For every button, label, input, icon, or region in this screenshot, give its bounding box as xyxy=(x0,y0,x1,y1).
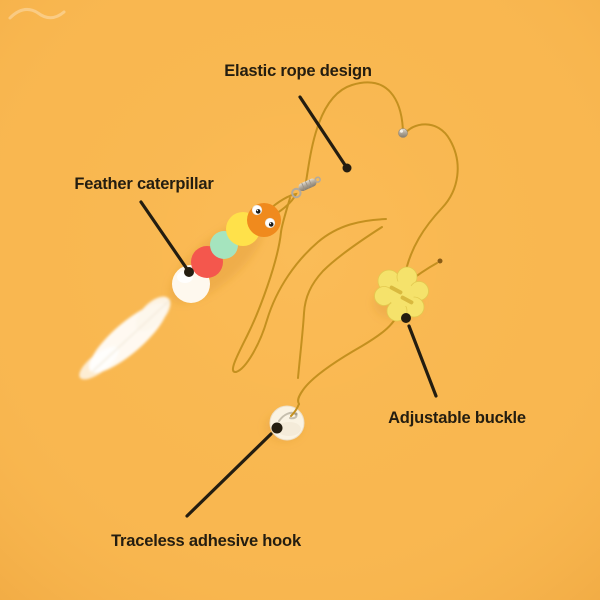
label-adhesive-hook: Traceless adhesive hook xyxy=(111,532,301,550)
rope-right-loop xyxy=(403,123,459,281)
feather xyxy=(79,296,171,380)
metal-clasp xyxy=(291,176,321,199)
metal-bead xyxy=(398,128,408,138)
pointer-line-feather-caterpillar xyxy=(139,200,189,271)
label-adjustable-buckle: Adjustable buckle xyxy=(388,409,526,427)
label-elastic-rope: Elastic rope design xyxy=(224,62,372,80)
rope-left-bottom-loop xyxy=(231,197,387,373)
disc-shading xyxy=(277,422,301,436)
clasp-barrel xyxy=(298,178,317,192)
adjustable-buckle xyxy=(374,266,429,322)
label-feather-caterpillar: Feather caterpillar xyxy=(74,175,214,193)
hook-pin xyxy=(294,412,298,416)
pointer-line-elastic-rope xyxy=(298,95,347,167)
googly-eye-right xyxy=(264,217,276,229)
pointer-dot-adhesive-hook xyxy=(271,422,283,434)
rope-middle-strand xyxy=(297,226,383,379)
annotations xyxy=(139,95,438,518)
feather-base xyxy=(135,296,171,332)
feather-tip xyxy=(79,346,119,380)
highlight-squiggle xyxy=(8,7,66,20)
eye-glint xyxy=(269,222,272,225)
feather-quill xyxy=(91,299,171,373)
rope-on-hook xyxy=(290,403,300,417)
caterpillar-head xyxy=(247,203,281,237)
clasp-ring xyxy=(291,187,302,199)
pointer-dot-adjustable-buckle xyxy=(401,313,411,323)
bead-highlight xyxy=(400,129,403,133)
caterpillar-toy xyxy=(79,203,281,380)
rope-end-tip xyxy=(437,258,443,264)
rope-top-loop xyxy=(305,81,404,183)
pointer-dot-feather-caterpillar xyxy=(184,267,194,277)
buckle-slit xyxy=(400,295,414,305)
clasp-eyelet xyxy=(314,176,321,183)
googly-eye-left xyxy=(251,204,263,216)
pointer-line-adhesive-hook xyxy=(185,432,273,518)
rope-lower-sweep xyxy=(297,307,401,405)
clasp-ridges xyxy=(301,179,313,191)
buckle-slit xyxy=(389,285,403,295)
eye-glint xyxy=(256,209,259,212)
pointer-dot-elastic-rope xyxy=(342,163,352,173)
pointer-line-adjustable-buckle xyxy=(407,324,438,398)
